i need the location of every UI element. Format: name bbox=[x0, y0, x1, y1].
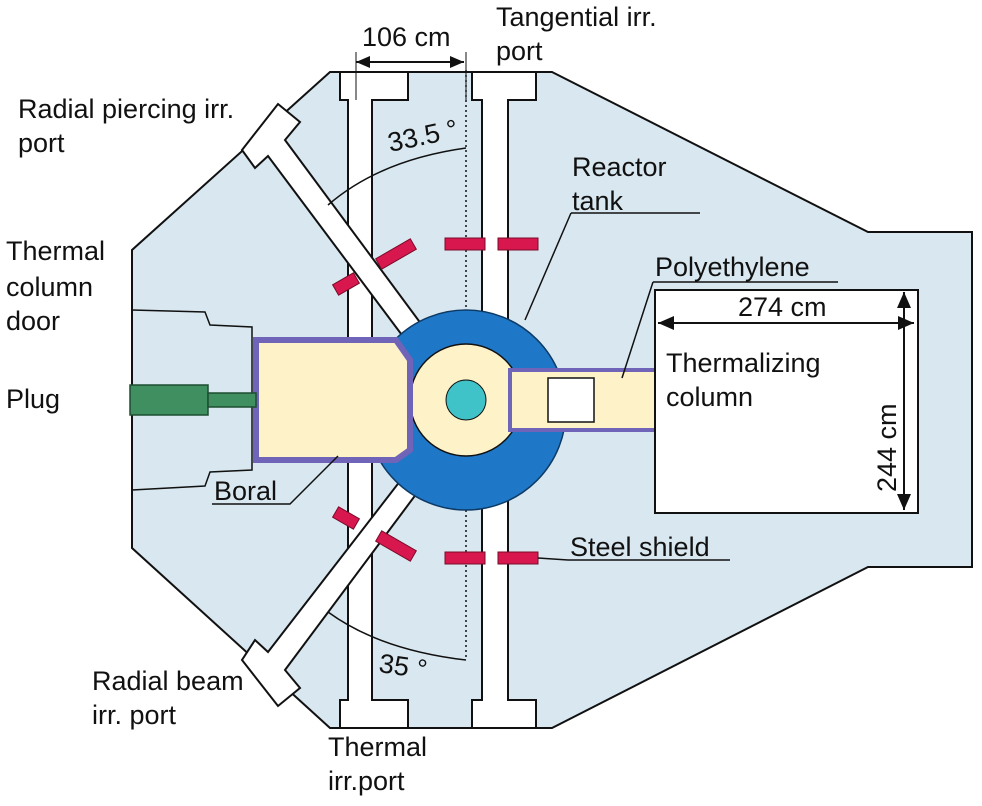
steel-shield-block bbox=[374, 530, 418, 562]
dim-244-label: 244 cm bbox=[872, 403, 902, 492]
reactor-tank-label: tank bbox=[572, 186, 624, 216]
thermalizing-column-label: Thermalizing bbox=[666, 348, 821, 378]
steel-shield-leader bbox=[537, 557, 569, 561]
reactor-tank-leader bbox=[524, 212, 572, 321]
reactor-tank-label: Reactor bbox=[572, 152, 667, 182]
steel-shield-block bbox=[497, 551, 539, 565]
column-void bbox=[547, 377, 595, 423]
steel-shield-block bbox=[331, 272, 361, 296]
arrow-head bbox=[897, 292, 911, 308]
steel-shield-block bbox=[444, 551, 486, 565]
plug bbox=[129, 384, 209, 416]
reactor-core bbox=[445, 379, 487, 421]
radial-beam-port-label: irr. port bbox=[92, 700, 177, 730]
arrow-head bbox=[897, 494, 911, 510]
radial-piercing-port-label: Radial piercing irr. bbox=[18, 94, 234, 124]
steel-shield-block bbox=[374, 238, 418, 270]
plug-stem bbox=[207, 392, 257, 408]
dim-106-label: 106 cm bbox=[362, 22, 451, 52]
thermal-door-label: door bbox=[6, 306, 60, 336]
steel-shield-block bbox=[331, 506, 361, 530]
thermalizing-column-label: column bbox=[666, 382, 753, 412]
thermal-door-label: Thermal bbox=[6, 236, 105, 266]
steel-shield-block bbox=[497, 237, 539, 251]
steel-shield-label: Steel shield bbox=[570, 532, 710, 562]
dim-274-label: 274 cm bbox=[738, 292, 827, 322]
plug-label: Plug bbox=[6, 384, 60, 414]
radial-beam-port-label: Radial beam bbox=[92, 666, 244, 696]
boral-leader bbox=[212, 455, 339, 505]
arrow-head bbox=[658, 316, 674, 330]
thermal-irr-port-label: irr.port bbox=[328, 766, 405, 796]
thermal-irr-port-label: Thermal bbox=[328, 732, 427, 762]
polyethylene-label: Polyethylene bbox=[655, 252, 810, 282]
angle-arc-top bbox=[327, 147, 467, 206]
angle-arc-bottom bbox=[327, 611, 467, 661]
boral-label: Boral bbox=[214, 476, 277, 506]
polyethylene-leader bbox=[621, 281, 654, 379]
radial-piercing-port-label: port bbox=[18, 128, 65, 158]
tangential-port-label: port bbox=[496, 36, 543, 66]
boral-lined-column bbox=[253, 337, 413, 463]
steel-shield-block bbox=[444, 237, 486, 251]
thermal-door-label: column bbox=[6, 272, 93, 302]
thermalizing-column-room bbox=[654, 289, 919, 514]
arrow-head bbox=[450, 56, 464, 68]
tangential-port-label: Tangential irr. bbox=[496, 2, 657, 32]
angle-bottom-label: 35 ° bbox=[377, 648, 429, 684]
arrow-head bbox=[356, 56, 370, 68]
arrow-head bbox=[898, 316, 914, 330]
